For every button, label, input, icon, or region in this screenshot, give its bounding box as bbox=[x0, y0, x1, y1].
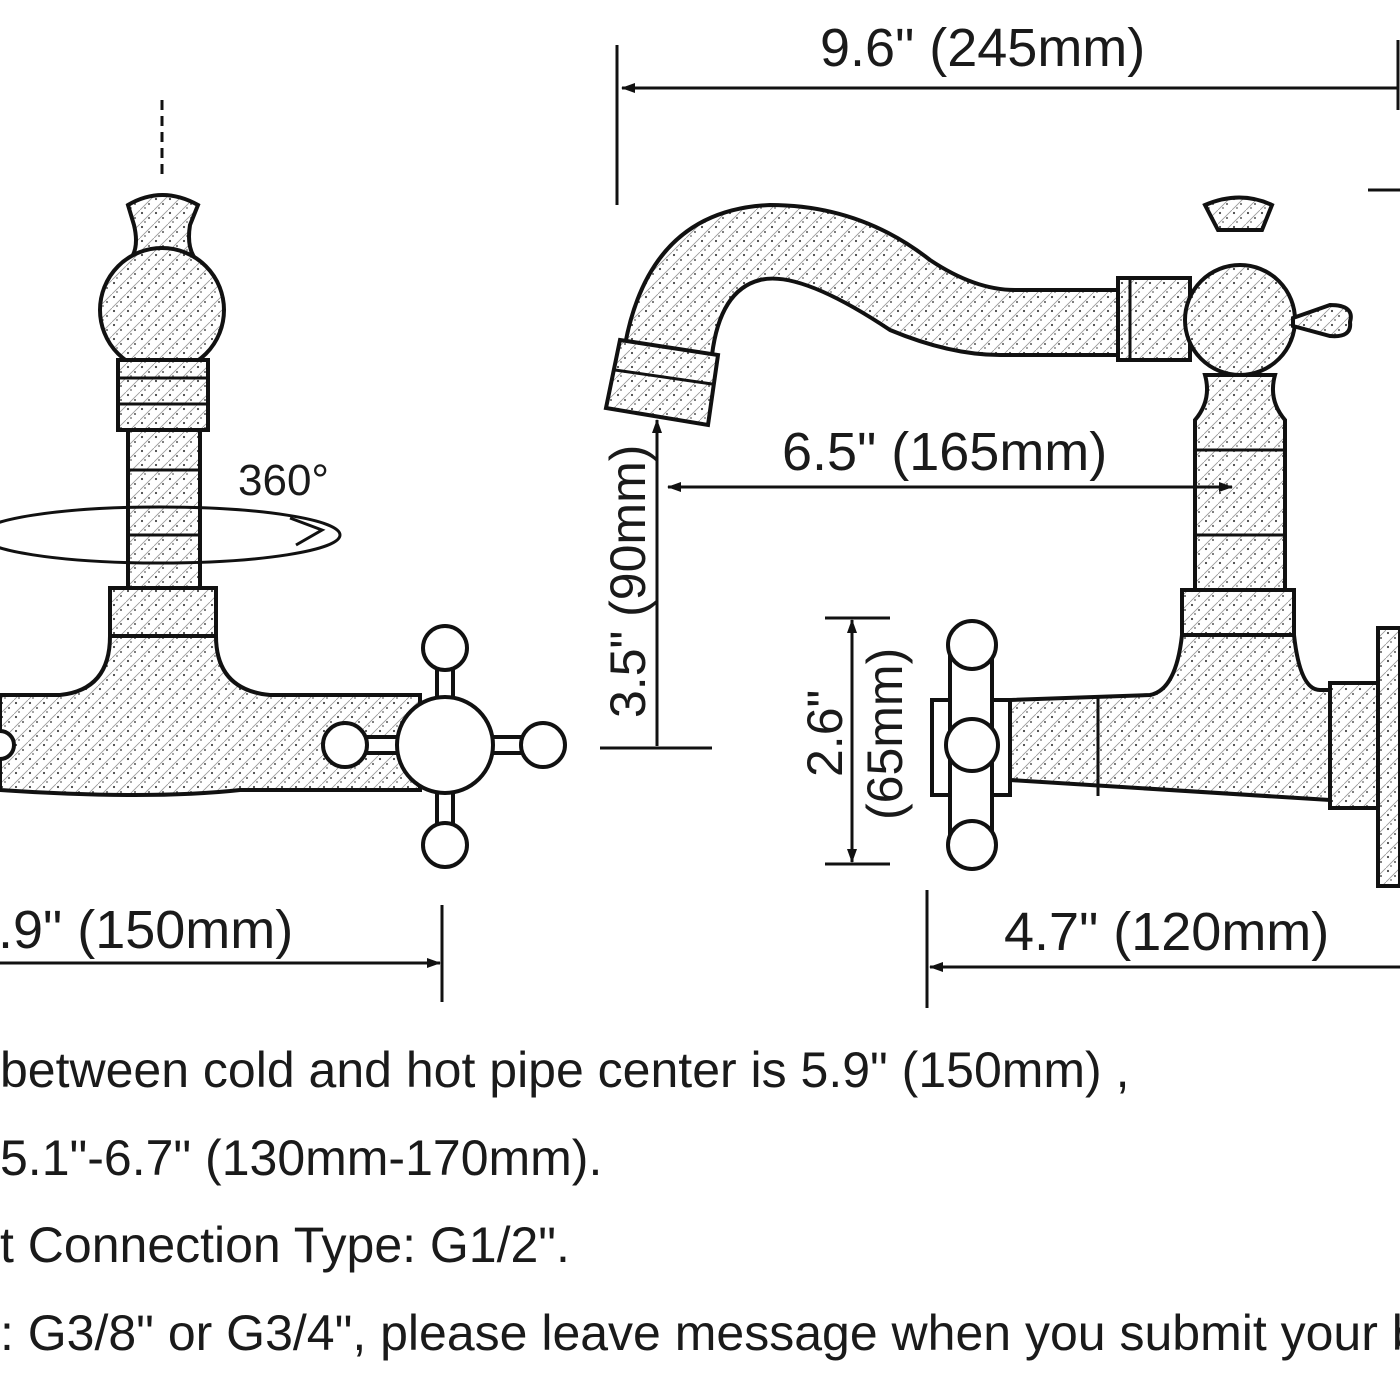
aerator bbox=[603, 337, 721, 428]
stem-base bbox=[108, 586, 218, 638]
faucet-body bbox=[0, 634, 422, 797]
stem-side bbox=[1193, 373, 1287, 592]
spout-cap bbox=[123, 193, 203, 264]
spout-height-label: 3.5" (90mm) bbox=[600, 445, 656, 718]
cross-handle-right bbox=[321, 624, 567, 869]
handle-height-label-b: (65mm) bbox=[857, 648, 913, 820]
note-line-4: : G3/8" or G3/4", please leave message w… bbox=[0, 1305, 1400, 1361]
note-line-1: between cold and hot pipe center is 5.9"… bbox=[0, 1042, 1130, 1098]
rotation-arrow-icon bbox=[289, 516, 326, 547]
swivel-ball bbox=[98, 246, 226, 374]
wall-projection-label: 4.7" (120mm) bbox=[1004, 902, 1329, 962]
swivel-label: 360° bbox=[238, 456, 329, 505]
note-line-2: 5.1"-6.7" (130mm-170mm). bbox=[0, 1130, 603, 1186]
side-knob bbox=[1291, 302, 1353, 339]
spout-reach-label: 6.5" (165mm) bbox=[782, 422, 1107, 482]
cross-handle-left bbox=[0, 729, 16, 761]
handle-height-label-a: 2.6" bbox=[797, 690, 853, 777]
swivel-ball-side bbox=[1183, 263, 1297, 377]
front-view: 360° .9" (150mm) bbox=[0, 100, 567, 1002]
center-distance-label: .9" (150mm) bbox=[0, 900, 293, 960]
cross-handle-side bbox=[930, 619, 1012, 871]
overall-length-label: 9.6" (245mm) bbox=[820, 18, 1145, 78]
spout bbox=[622, 202, 1120, 358]
rotation-arc bbox=[0, 505, 342, 565]
side-view: 9.6" (245mm) bbox=[600, 18, 1400, 1008]
collar bbox=[116, 358, 210, 432]
stem bbox=[126, 428, 202, 592]
wall-connector bbox=[1328, 681, 1382, 810]
faucet-body-side bbox=[1008, 633, 1332, 803]
escutcheon bbox=[1376, 626, 1400, 888]
spout-cap-side bbox=[1202, 195, 1275, 232]
note-line-3: t Connection Type: G1/2". bbox=[0, 1217, 570, 1273]
stem-base-side bbox=[1180, 588, 1296, 637]
